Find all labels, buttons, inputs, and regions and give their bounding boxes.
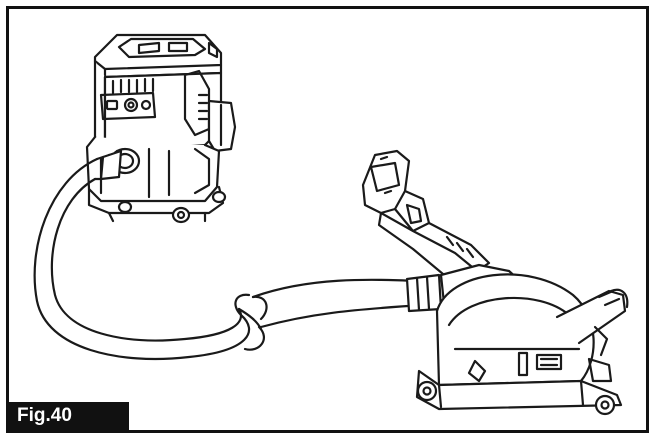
figure-frame: Fig.40 <box>6 6 649 433</box>
figure-label: Fig.40 <box>9 402 129 430</box>
figure-illustration <box>33 33 629 416</box>
vacuum-cleaner-icon <box>85 33 237 224</box>
dust-hose-icon <box>33 149 443 361</box>
wall-chaser-tool-icon <box>361 149 629 416</box>
